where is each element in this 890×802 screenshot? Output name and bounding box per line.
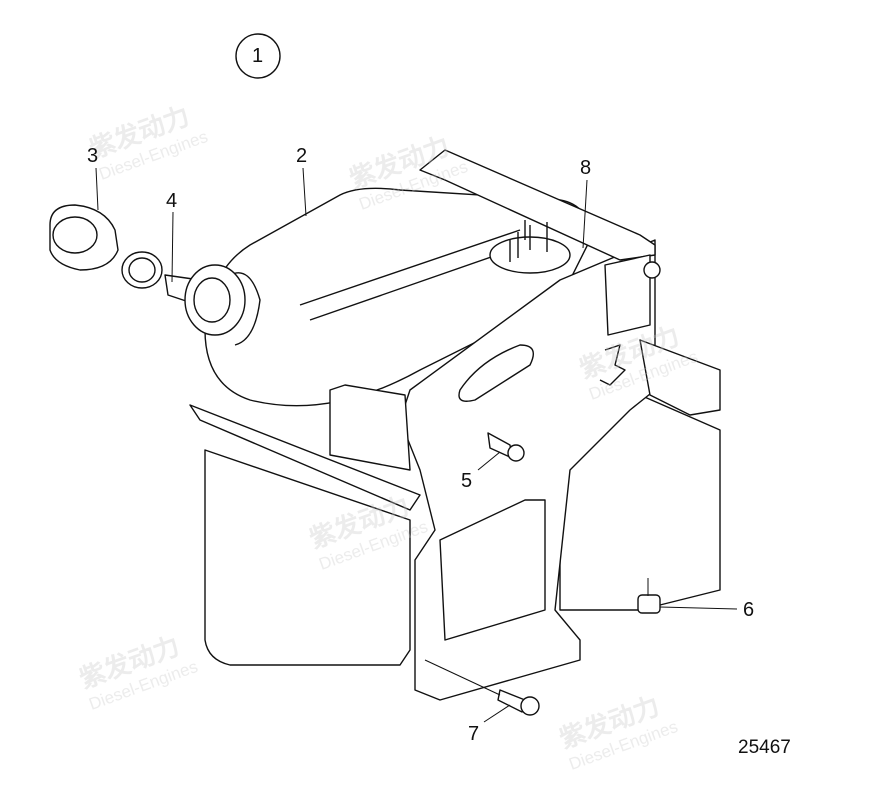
drawing-number: 25467 <box>738 737 791 758</box>
callout-7: 7 <box>468 723 480 745</box>
callout-8: 8 <box>580 157 592 179</box>
callout-5: 5 <box>461 470 473 492</box>
filler-ring <box>121 251 163 289</box>
view-number-circle <box>235 33 281 79</box>
callout-2: 2 <box>296 145 308 167</box>
filler-cap <box>49 204 119 271</box>
callout-6: 6 <box>743 599 755 621</box>
sender-unit <box>489 220 571 274</box>
tank-body <box>189 187 721 666</box>
callout-3: 3 <box>87 145 99 167</box>
screw-5 <box>487 432 525 462</box>
view-number: 1 <box>252 45 264 67</box>
mounting-bracket <box>329 149 721 701</box>
screw-7 <box>497 689 540 716</box>
callout-4: 4 <box>166 190 178 212</box>
drain-plug-6 <box>637 594 661 614</box>
leader-lines <box>95 167 738 723</box>
filler-neck <box>164 264 246 336</box>
